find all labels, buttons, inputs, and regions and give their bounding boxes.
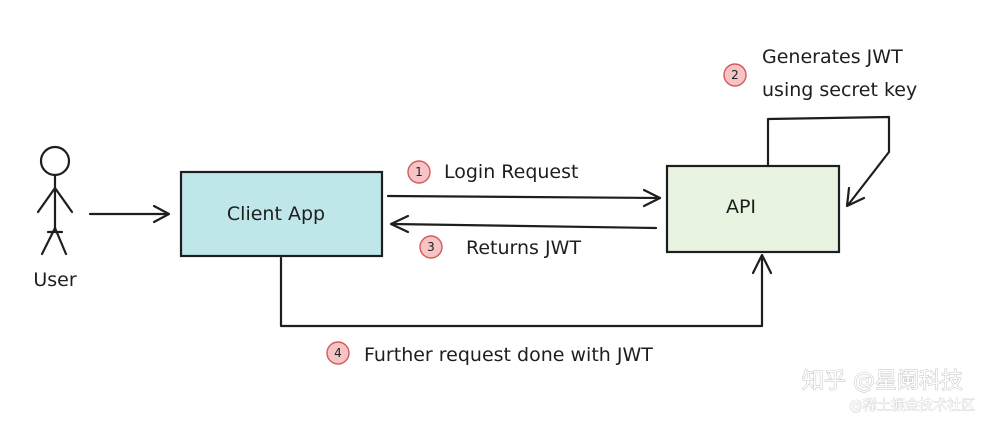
- further-request-arrow: [279, 253, 773, 328]
- step-2-label-line2: using secret key: [762, 79, 917, 101]
- svg-text:1: 1: [415, 165, 423, 179]
- generate-jwt-loop-arrow: [766, 115, 891, 208]
- user-to-client-arrow: [88, 204, 171, 224]
- user-label: User: [33, 269, 76, 291]
- step-1-badge: 1: [407, 160, 431, 184]
- watermark-main: 知乎 @星阑科技: [802, 369, 963, 394]
- step-2-label-line1: Generates JWT: [762, 46, 903, 68]
- step-4-label: Further request done with JWT: [364, 344, 653, 366]
- step-1-label: Login Request: [444, 161, 578, 183]
- client-app-label: Client App: [227, 203, 325, 225]
- user-figure-icon: [36, 145, 74, 256]
- api-box: [665, 164, 841, 254]
- svg-text:2: 2: [731, 68, 739, 82]
- svg-text:3: 3: [427, 240, 435, 254]
- returns-jwt-arrow: [389, 214, 658, 234]
- api-label: API: [726, 196, 756, 218]
- step-4-badge: 4: [326, 341, 350, 365]
- svg-text:4: 4: [334, 346, 342, 360]
- step-3-label: Returns JWT: [466, 237, 581, 259]
- login-request-arrow: [386, 188, 662, 208]
- step-2-badge: 2: [723, 63, 747, 87]
- step-3-badge: 3: [419, 235, 443, 259]
- client-app-box: [179, 170, 384, 258]
- watermark-sub: @稀土掘金技术社区: [849, 398, 975, 414]
